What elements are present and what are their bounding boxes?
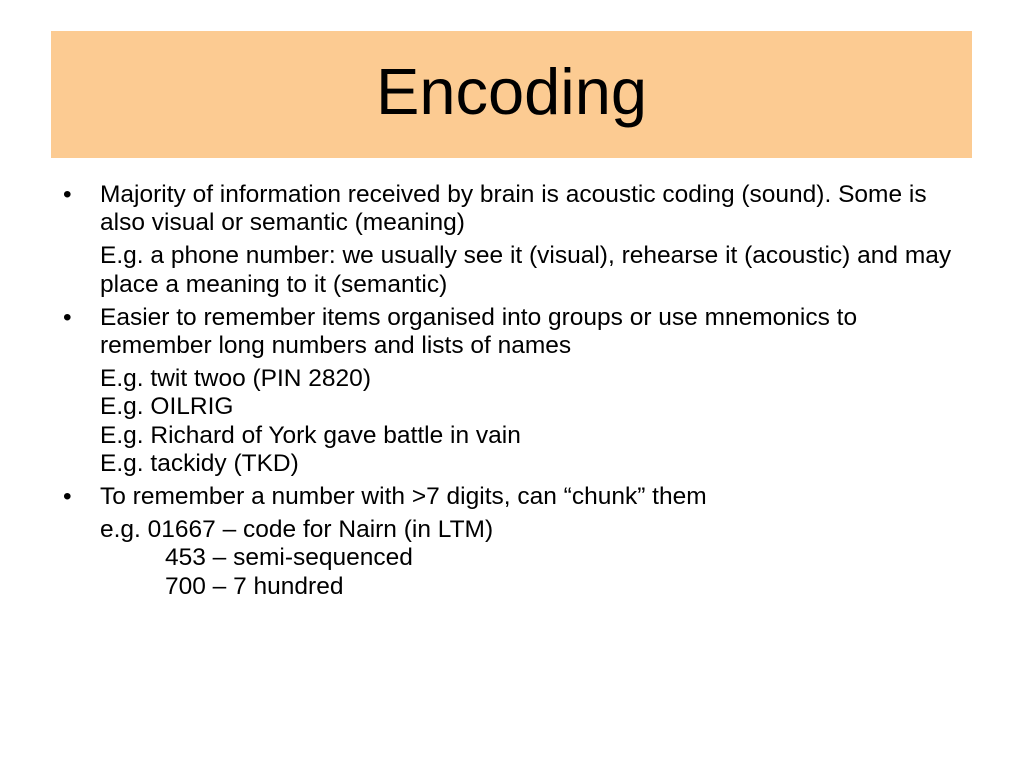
title-banner: Encoding (51, 31, 972, 158)
sub-line: E.g. twit twoo (PIN 2820) (100, 365, 371, 393)
bullet-text: To remember a number with >7 digits, can… (100, 483, 707, 511)
sub-line-indented: 453 – semi-sequenced (165, 544, 413, 572)
bullet-item: • Easier to remember items organised int… (63, 303, 960, 360)
bullet-text: Easier to remember items organised into … (100, 303, 858, 360)
sub-line: E.g. tackidy (TKD) (100, 449, 299, 477)
content-block: • Easier to remember items organised int… (0, 304, 1024, 360)
content-block: e.g. 01667 – code for Nairn (in LTM) 453… (0, 516, 1024, 601)
page-title: Encoding (375, 55, 648, 128)
bullet-icon: • (63, 303, 72, 331)
content-block: • Majority of information received by br… (0, 181, 1024, 237)
content-block: • To remember a number with >7 digits, c… (0, 483, 1024, 511)
content-block: E.g. a phone number: we usually see it (… (0, 242, 1024, 298)
sub-line: e.g. 01667 – code for Nairn (in LTM) (100, 516, 494, 544)
sub-line: E.g. a phone number: we usually see it (… (100, 242, 952, 298)
sub-line-indented: 700 – 7 hundred (165, 572, 344, 600)
bullet-icon: • (63, 181, 72, 208)
bullet-text: Majority of information received by brai… (100, 181, 927, 237)
bullet-icon: • (63, 483, 72, 511)
bullet-item: • Majority of information received by br… (63, 181, 960, 237)
sub-line: E.g. Richard of York gave battle in vain (100, 421, 521, 449)
content-block: E.g. twit twoo (PIN 2820) E.g. OILRIG E.… (0, 365, 1024, 478)
slide-body: • Majority of information received by br… (0, 181, 1024, 601)
bullet-item: • To remember a number with >7 digits, c… (63, 483, 960, 511)
sub-line: E.g. OILRIG (100, 393, 234, 421)
